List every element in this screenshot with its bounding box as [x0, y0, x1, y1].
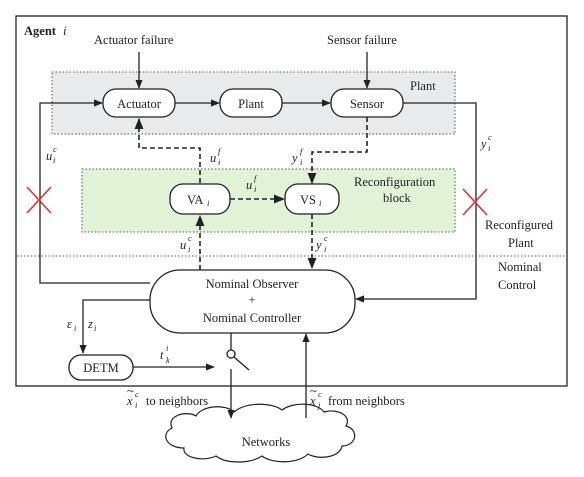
reconfigured-plant-line2: Plant	[508, 236, 534, 250]
detm-epsilon-label: ε	[67, 317, 72, 331]
reconfig-label-line1: Reconfiguration	[354, 175, 436, 189]
observer-va-label-sup: c	[188, 233, 192, 243]
vs-observer-label-sub: i	[324, 244, 327, 254]
va-block-index: i	[207, 198, 210, 208]
control-input-label-sup: c	[53, 144, 57, 154]
vs-observer-label-sup: c	[324, 233, 328, 243]
agent-title: Agent	[24, 24, 57, 38]
controller-label: Nominal Controller	[203, 311, 302, 325]
actuator-block-label: Actuator	[117, 97, 162, 111]
from-neighbors-label: from neighbors	[328, 394, 405, 408]
agent-frame	[15, 15, 568, 387]
networks-label: Networks	[242, 435, 291, 449]
detm-z-label: z	[87, 317, 93, 331]
sensor-block-label: Sensor	[350, 97, 385, 111]
va-to-actuator-dashed	[134, 117, 201, 183]
va-vs-label-sup: f	[254, 173, 258, 183]
from-neighbors-tilde: ~	[310, 384, 317, 398]
sensor-failure-label: Sensor failure	[327, 33, 397, 47]
from-neighbors-sup: c	[318, 389, 322, 399]
sensor-output-label-y: y	[479, 137, 487, 151]
trigger-time-sub: k	[166, 355, 170, 365]
sensor-output-label-sup: c	[488, 132, 492, 142]
to-neighbors-label: to neighbors	[146, 394, 208, 408]
nominal-control-line1: Nominal	[498, 260, 542, 274]
observer-to-detm-line	[79, 299, 150, 354]
right-cross-icon	[462, 188, 488, 216]
sensor-vs-label-sup: f	[300, 146, 304, 156]
reconfig-label-line2: block	[383, 191, 412, 205]
va-actuator-label-sub: i	[218, 157, 221, 167]
networks-cloud	[165, 403, 356, 463]
va-vs-label-sub: i	[254, 184, 257, 194]
from-neighbors-sub: j	[317, 400, 321, 410]
va-block-label: VA	[187, 193, 203, 207]
reconfigured-plant-line1: Reconfigured	[485, 218, 554, 232]
control-input-label-sub: i	[53, 155, 56, 165]
reconfig-region	[81, 168, 456, 233]
sensor-vs-label-sub: i	[300, 157, 303, 167]
vs-block-label: VS	[300, 193, 316, 207]
from-neighbors-x: x	[309, 394, 316, 408]
agent-index: i	[63, 24, 67, 38]
to-neighbors-x: x	[126, 394, 133, 408]
vs-block-index: i	[319, 198, 322, 208]
control-input-line	[39, 99, 150, 284]
trigger-time-label: t	[160, 348, 164, 362]
plant-block-label: Plant	[238, 97, 264, 111]
to-neighbors-sub: i	[135, 400, 138, 410]
trigger-time-sup: i	[166, 343, 169, 353]
va-actuator-label-u: u	[210, 151, 216, 165]
observer-label: Nominal Observer	[206, 277, 300, 291]
sensor-output-label-sub: i	[488, 143, 491, 153]
observer-plus: +	[248, 293, 255, 307]
observer-va-label-sub: i	[188, 244, 191, 254]
control-input-label-u: u	[46, 149, 52, 163]
sensor-to-vs-dashed	[307, 117, 368, 185]
va-actuator-label-sup: f	[218, 146, 222, 156]
detm-block-label: DETM	[83, 361, 118, 375]
plant-region-label: Plant	[410, 79, 436, 93]
actuator-failure-label: Actuator failure	[94, 33, 174, 47]
left-cross-icon	[26, 186, 52, 214]
sensor-vs-label-y: y	[290, 151, 298, 165]
detm-epsilon-sub: i	[74, 323, 77, 333]
nominal-control-line2: Control	[498, 278, 537, 292]
to-neighbors-sup: c	[135, 389, 139, 399]
switch-blade	[233, 356, 250, 371]
va-vs-label-u: u	[246, 178, 252, 192]
detm-z-sub: i	[94, 323, 97, 333]
to-neighbors-tilde: ~	[127, 384, 134, 398]
observer-controller-block	[149, 269, 356, 334]
switch-node	[226, 349, 236, 359]
vs-observer-label-y: y	[314, 238, 322, 252]
observer-va-label-u: u	[180, 238, 186, 252]
